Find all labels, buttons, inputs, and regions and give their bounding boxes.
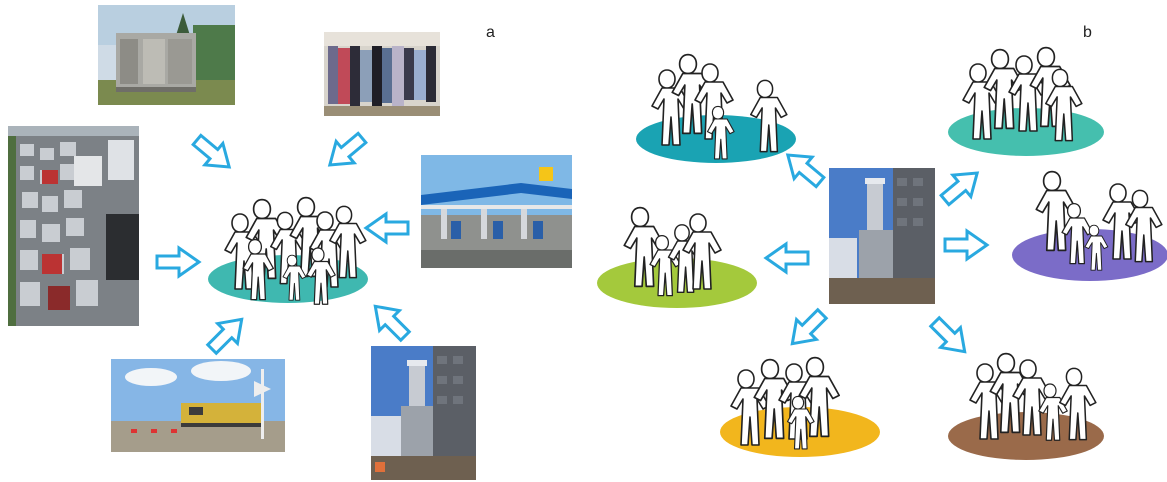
- community-b-teal: [636, 53, 796, 163]
- arrow-b-top-right: [934, 160, 988, 213]
- arrow-b-right: [943, 229, 989, 261]
- panel-a-label: a: [486, 24, 495, 41]
- power-plant-photo-b: [829, 168, 935, 304]
- arrow-generator: [186, 127, 240, 180]
- arrow-b-left: [764, 242, 810, 274]
- arrow-power-plant-a: [363, 294, 417, 348]
- arrow-b-top-left: [777, 142, 831, 195]
- arrow-train: [200, 307, 254, 361]
- arrow-b-bottom-left: [780, 302, 834, 356]
- gas-station-photo: [421, 155, 572, 268]
- community-b-aqua: [948, 46, 1104, 156]
- community-b-brown: [948, 352, 1104, 460]
- arrow-gas-station: [364, 212, 410, 244]
- community-b-green: [597, 206, 757, 308]
- arrow-dry-cleaner: [319, 125, 373, 178]
- community-a: [208, 196, 368, 305]
- generator-photo: [98, 5, 235, 105]
- train-photo: [111, 359, 285, 452]
- arrow-traffic: [155, 246, 201, 278]
- panel-b-label: b: [1083, 24, 1092, 41]
- community-b-amber: [720, 356, 880, 457]
- community-b-purple: [1012, 170, 1167, 281]
- traffic-photo: [8, 126, 139, 326]
- arrow-b-bottom-right: [923, 310, 977, 364]
- dry-cleaner-photo: [324, 32, 440, 116]
- power-plant-photo-a: [371, 346, 476, 480]
